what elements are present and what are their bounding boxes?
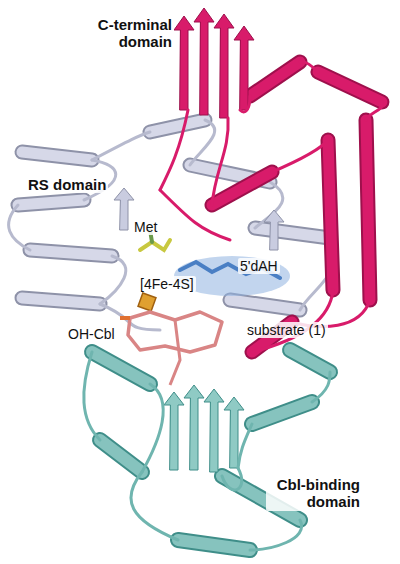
domain-label: RS domain <box>26 176 108 193</box>
rs-domain <box>9 120 336 330</box>
ligand-label: Met <box>132 219 159 235</box>
ligand-label: OH-Cbl <box>66 326 117 342</box>
ligand-label: [4Fe-4S] <box>138 276 196 292</box>
cbl-binding-domain <box>84 350 330 550</box>
domain-label: C-terminal domain <box>92 16 174 51</box>
ligand-label: substrate (1) <box>245 322 328 338</box>
ligand-label: 5'dAH <box>238 258 280 274</box>
domain-label: Cbl-binding domain <box>266 476 362 511</box>
c-terminal-domain <box>160 8 382 352</box>
ligands <box>120 230 290 385</box>
